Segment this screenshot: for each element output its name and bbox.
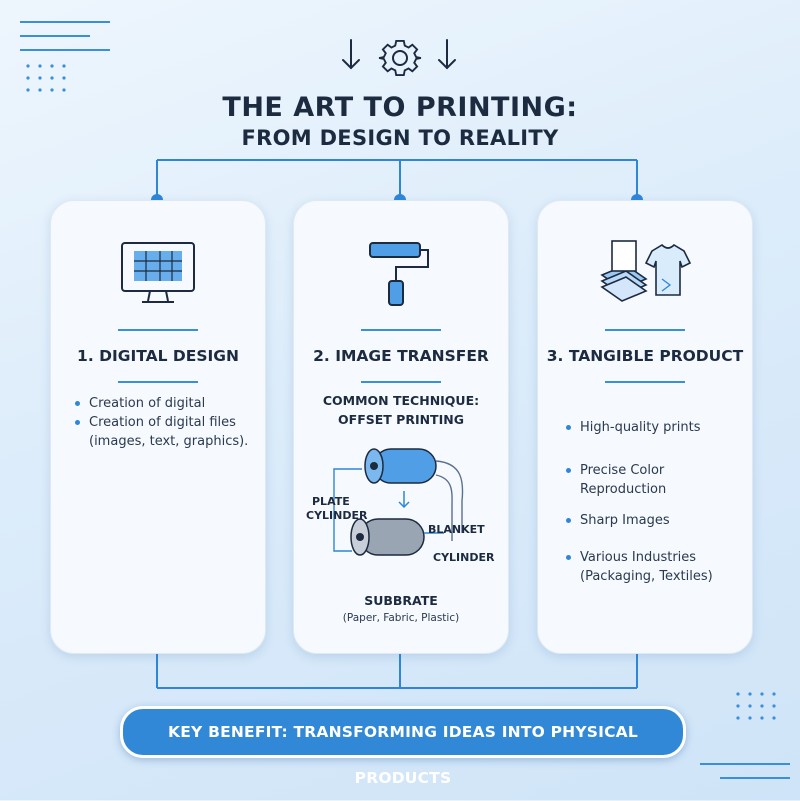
page-title: THE ART TO PRINTING: <box>222 92 578 123</box>
list-item: Creation of digital files (images, text,… <box>73 413 253 451</box>
divider <box>605 329 685 331</box>
gear-icon <box>378 39 422 77</box>
plate-cylinder-label: PLATE CYLINDER <box>306 495 368 522</box>
list-item: High-quality prints <box>564 418 744 437</box>
down-arrow-icon <box>342 39 360 70</box>
key-benefit-banner: KEY BENEFIT: TRANSFORMING IDEAS INTO PHY… <box>120 706 686 787</box>
substrate-label: SUBBRATE <box>364 593 438 608</box>
step-title: 1. DIGITAL DESIGN <box>77 347 239 365</box>
offset-printing-diagram <box>333 448 464 556</box>
paint-roller-icon <box>369 242 429 306</box>
step-title: 2. IMAGE TRANSFER <box>313 347 489 365</box>
divider <box>118 329 198 331</box>
list-item: Various Industries (Packaging, Textiles) <box>564 548 744 586</box>
page-subtitle: FROM DESIGN TO REALITY <box>241 126 559 150</box>
step-card-image-transfer: 2. IMAGE TRANSFER COMMON TECHNIQUE: OFFS… <box>293 200 509 654</box>
bullet-list: Creation of digital Creation of digital … <box>73 394 253 451</box>
divider <box>361 329 441 331</box>
list-item: Sharp Images <box>564 511 744 530</box>
divider <box>605 381 685 383</box>
step-card-tangible-product: 3. TANGIBLE PRODUCT High-quality prints … <box>537 200 753 654</box>
down-arrow-icon <box>438 39 456 70</box>
list-item: Creation of digital <box>73 394 253 413</box>
divider <box>361 381 441 383</box>
paper-and-shirt-icon <box>600 240 692 302</box>
step-title: 3. TANGIBLE PRODUCT <box>546 347 744 365</box>
blanket-label: BLANKET <box>428 523 485 536</box>
substrate-note: (Paper, Fabric, Plastic) <box>342 612 460 624</box>
bullet-list: High-quality prints Precise Color Reprod… <box>564 418 744 586</box>
blanket-cylinder-label: CYLINDER <box>433 551 495 564</box>
list-item: Precise Color Reproduction <box>564 461 744 499</box>
technique-label: COMMON TECHNIQUE: OFFSET PRINTING <box>322 393 480 427</box>
monitor-icon <box>121 242 195 303</box>
step-card-digital-design: 1. DIGITAL DESIGN Creation of digital Cr… <box>50 200 266 654</box>
divider <box>118 381 198 383</box>
